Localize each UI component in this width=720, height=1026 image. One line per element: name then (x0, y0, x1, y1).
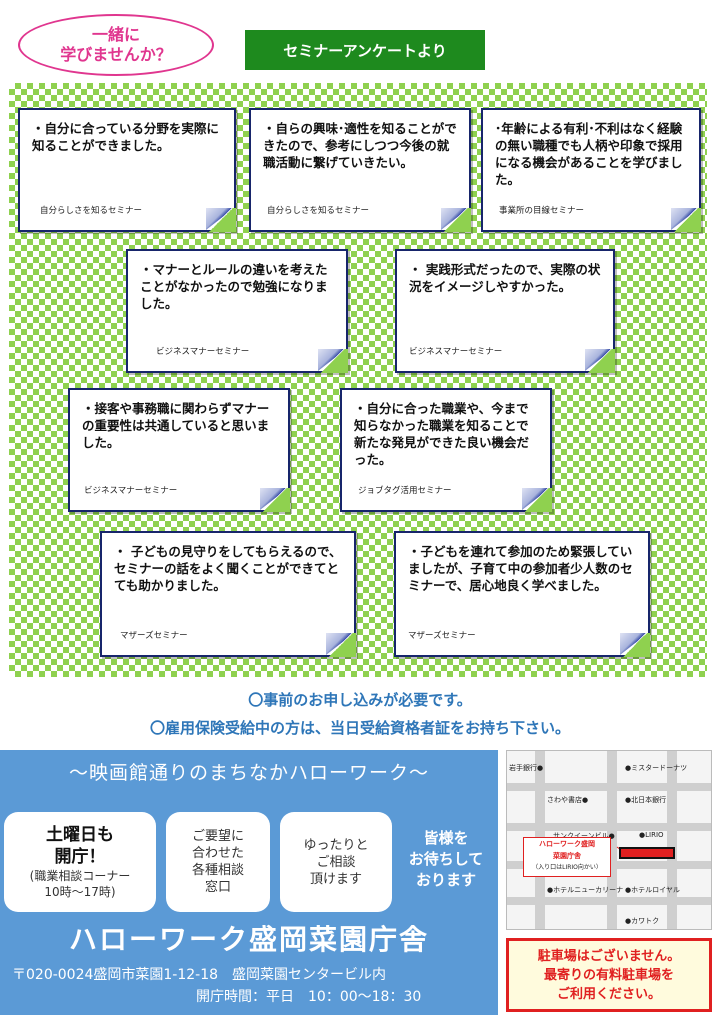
callout-line-2: 菜園庁舎 (553, 852, 581, 860)
seminar-name: ジョブタグ活用セミナー (358, 486, 452, 496)
map-label: ●ミスタードーナツ (625, 764, 688, 772)
testimonial-card: ・マナーとルールの違いを考えたことがなかったので勉強になりました。 ビジネスマナ… (126, 249, 348, 373)
callout-line-1: ハローワーク盛岡 (539, 840, 595, 848)
consult-line-1: ご要望に (191, 829, 244, 844)
wait-line-1: 皆様を (423, 829, 469, 847)
map-label: ●ホテルロイヤル (625, 886, 680, 894)
office-callout: ハローワーク盛岡 菜園庁舎 （入り口はLIRIO向かい） (523, 837, 611, 877)
map-label: 岩手銀行● (509, 764, 544, 772)
parking-notice: 駐車場はございません。 最寄りの有料駐車場を ご利用ください。 (506, 938, 712, 1012)
testimonial-text: ･年齢による有利･不利はなく経験の無い職種でも人柄や印象で採用になる機会があるこ… (495, 121, 683, 187)
testimonial-card: ・ 子どもの見守りをしてもらえるので、セミナーの話をよく聞くことができてとても助… (100, 531, 356, 657)
office-address: 〒020-0024盛岡市菜園1-12-18 盛岡菜園センタービル内 (12, 967, 387, 983)
testimonial-card: ・自分に合った職業や、今まで知らなかった職業を知ることで新たな発見ができた良い機… (340, 388, 552, 512)
seminar-name: 自分らしさを知るセミナー (40, 206, 143, 216)
notice-registration: 〇事前のお申し込みが必要です。 (248, 691, 472, 709)
survey-banner: セミナーアンケートより (245, 30, 485, 70)
seminar-name: 事業所の目線セミナー (499, 206, 585, 216)
invite-bubble: 一緒に 学びませんか？ (18, 14, 214, 76)
seminar-name: マザーズセミナー (408, 631, 476, 641)
testimonial-card: ・子どもを連れて参加のため緊張していましたが、子育て中の参加者少人数のセミナーで… (394, 531, 650, 657)
office-hours: 開庁時間：平日 10：00～18：30 (196, 989, 422, 1005)
page-curl-icon (620, 633, 650, 657)
parking-line-2: 最寄りの有料駐車場を (543, 967, 674, 983)
relax-line-3: 頂けます (309, 871, 362, 887)
testimonial-card: ・接客や事務職に関わらずマナーの重要性は共通していると思いました。 ビジネスマナ… (68, 388, 290, 512)
map-label: ●北日本銀行 (625, 796, 667, 804)
page-curl-icon (260, 488, 290, 512)
map-label: ●カワトク (625, 917, 660, 925)
consult-line-2: 合わせた (191, 846, 244, 861)
saturday-line-2: 開庁！ (54, 847, 106, 867)
seminar-name: ビジネスマナーセミナー (156, 347, 250, 357)
page-curl-icon (441, 208, 471, 232)
testimonial-text: ・自分に合っている分野を実際に知ることができました。 (32, 121, 219, 153)
office-location-marker (619, 847, 675, 859)
feature-relaxed: ゆったりと ご相談 頂けます (280, 812, 392, 912)
map-label: ●ホテルニューカリーナ (547, 886, 624, 894)
office-name: ハローワーク盛岡菜園庁舎 (68, 923, 429, 956)
testimonial-card: ・自らの興味･適性を知ることができたので、参考にしつつ今後の就職活動に繋げていき… (249, 108, 471, 232)
testimonial-text: ・子どもを連れて参加のため緊張していましたが、子育て中の参加者少人数のセミナーで… (408, 544, 633, 593)
testimonial-text: ・接客や事務職に関わらずマナーの重要性は共通していると思いました。 (82, 401, 270, 450)
testimonial-text: ・自分に合った職業や、今まで知らなかった職業を知ることで新たな発見ができた良い機… (354, 401, 530, 467)
callout-line-3: （入り口はLIRIO向かい） (532, 864, 602, 871)
map-label: ●LIRIO (639, 831, 664, 839)
seminar-name: ビジネスマナーセミナー (409, 347, 503, 357)
testimonial-card: ・自分に合っている分野を実際に知ることができました。 自分らしさを知るセミナー (18, 108, 236, 232)
consult-line-3: 各種相談 (191, 863, 244, 878)
relax-line-2: ご相談 (316, 854, 356, 870)
map-label: サンクイーンビル● (553, 832, 615, 840)
page-curl-icon (206, 208, 236, 232)
saturday-line-3: (職業相談コーナー (29, 869, 131, 883)
testimonial-text: ・ 実践形式だったので、実際の状況をイメージしやすかった。 (409, 262, 601, 294)
parking-line-1: 駐車場はございません。 (537, 948, 681, 964)
testimonial-text: ・マナーとルールの違いを考えたことがなかったので勉強になりました。 (140, 262, 328, 311)
feature-saturday: 土曜日も 開庁！ (職業相談コーナー 10時～17時) (4, 812, 156, 912)
feature-consultation: ご要望に 合わせた 各種相談 窓口 (166, 812, 270, 912)
saturday-line-4: 10時～17時) (44, 885, 116, 899)
seminar-name: ビジネスマナーセミナー (84, 486, 178, 496)
page-curl-icon (326, 633, 356, 657)
office-tagline: ～映画館通りのまちなかハローワーク～ (68, 762, 429, 784)
wait-line-2: お待ちして (408, 850, 484, 868)
page-curl-icon (522, 488, 552, 512)
seminar-name: 自分らしさを知るセミナー (267, 206, 370, 216)
testimonial-text: ・自らの興味･適性を知ることができたので、参考にしつつ今後の就職活動に繋げていき… (263, 121, 457, 170)
testimonial-text: ・ 子どもの見守りをしてもらえるので、セミナーの話をよく聞くことができてとても助… (114, 544, 342, 593)
parking-line-3: ご利用ください。 (556, 986, 661, 1002)
seminar-name: マザーズセミナー (120, 631, 188, 641)
welcome-message: 皆様を お待ちして おります (398, 828, 494, 891)
bubble-line-2: 学びませんか？ (60, 45, 172, 64)
page-curl-icon (318, 349, 348, 373)
notice-insurance: 〇雇用保険受給中の方は、当日受給資格者証をお持ち下さい。 (149, 719, 570, 737)
page-curl-icon (585, 349, 615, 373)
testimonial-card: ･年齢による有利･不利はなく経験の無い職種でも人柄や印象で採用になる機会があるこ… (481, 108, 701, 232)
map-label: さわや書店● (547, 796, 589, 804)
page-curl-icon (671, 208, 701, 232)
wait-line-3: おります (415, 871, 476, 889)
bubble-line-1: 一緒に (91, 25, 140, 44)
saturday-line-1: 土曜日も (46, 825, 114, 845)
testimonial-card: ・ 実践形式だったので、実際の状況をイメージしやすかった。 ビジネスマナーセミナ… (395, 249, 615, 373)
consult-line-4: 窓口 (204, 880, 231, 895)
relax-line-1: ゆったりと (303, 837, 369, 853)
access-map: 岩手銀行● ●ミスタードーナツ さわや書店● ●北日本銀行 サンクイーンビル● … (506, 750, 712, 930)
